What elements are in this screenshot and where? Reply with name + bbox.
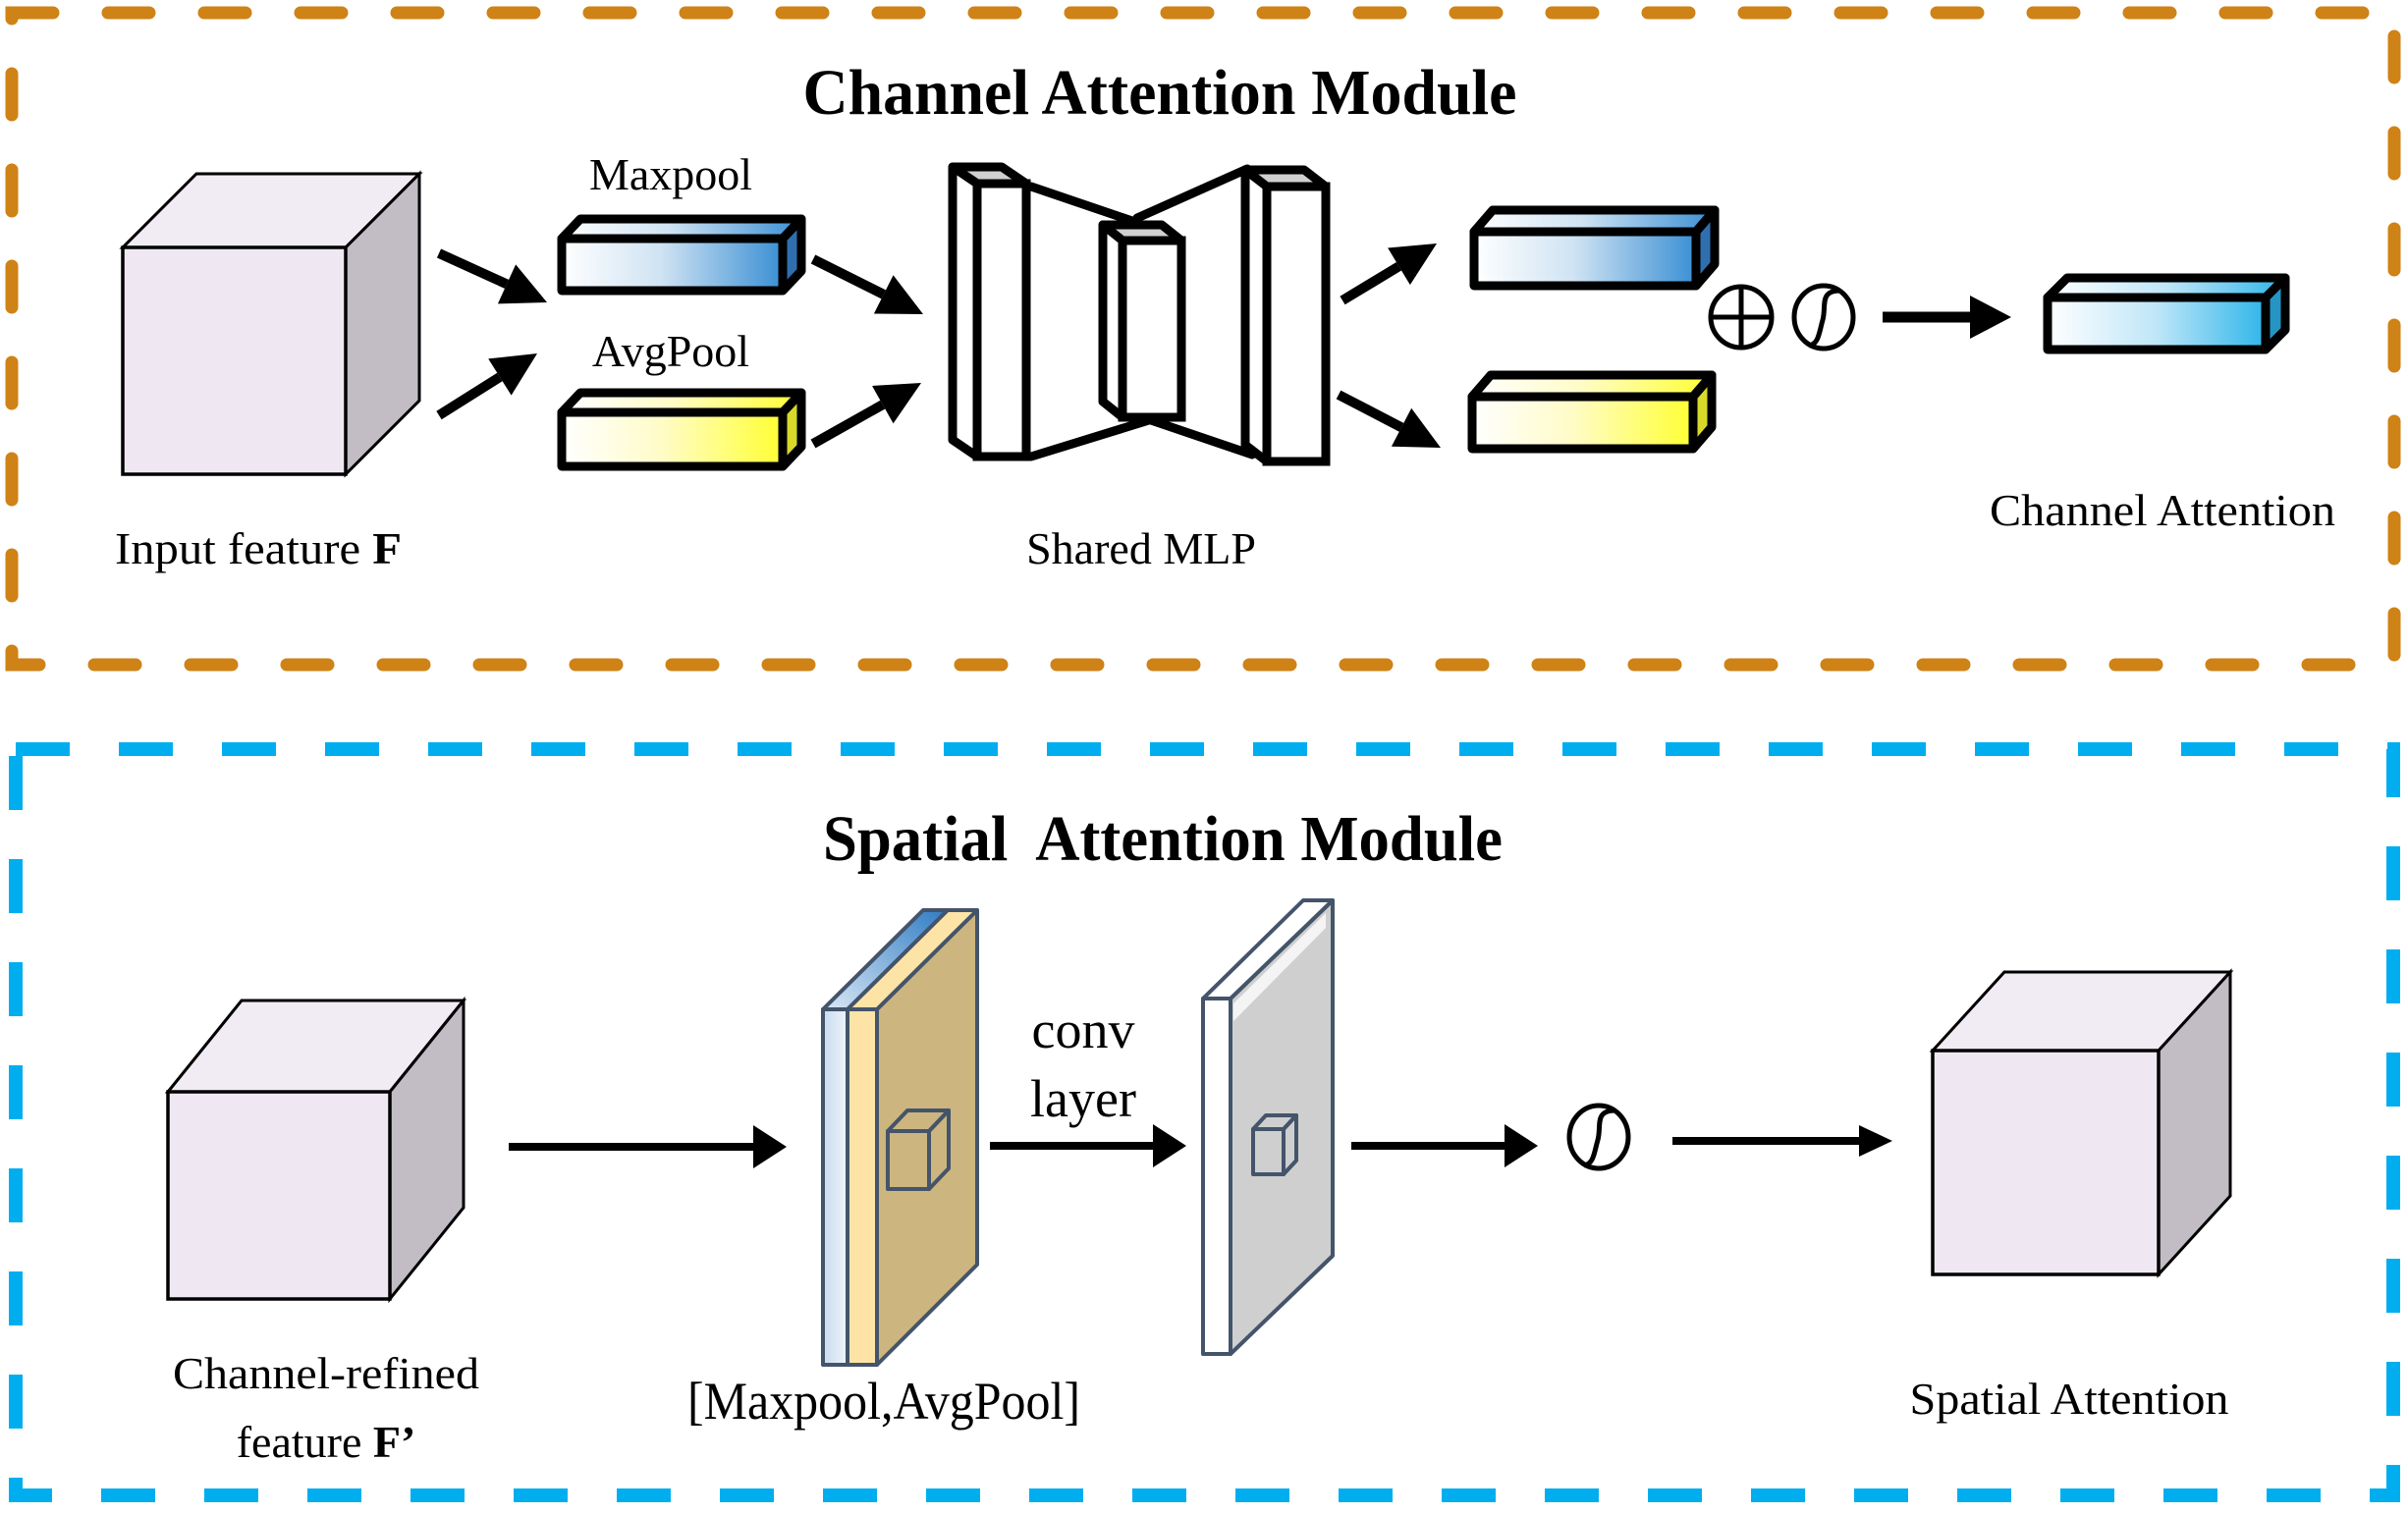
arrow-input-to-avgpool bbox=[436, 353, 537, 420]
sigmoid-icon bbox=[1791, 283, 1856, 351]
arrow-sigmoid-to-spatial-attention bbox=[1672, 1125, 1892, 1157]
channel-attention-label: Channel Attention bbox=[1990, 485, 2335, 535]
arrow-head bbox=[1859, 1125, 1892, 1157]
mlp-connector bbox=[1132, 164, 1252, 223]
mlp-layer-front bbox=[972, 179, 1031, 461]
maxpool-vector bbox=[557, 214, 806, 296]
arrow-shaft bbox=[1336, 390, 1404, 432]
bar-front-face bbox=[557, 234, 788, 296]
arrow-shaft bbox=[810, 254, 886, 299]
arrow-refined-to-pool bbox=[509, 1125, 787, 1168]
avgpool-vector bbox=[557, 388, 806, 471]
arrow-head bbox=[488, 353, 537, 396]
spatial-attention-label: Spatial Attention bbox=[1910, 1374, 2229, 1424]
arrow-shaft bbox=[810, 400, 886, 449]
arrow-head bbox=[871, 383, 921, 424]
arrow-shaft bbox=[1340, 261, 1402, 305]
spatial-arrows bbox=[509, 1124, 1892, 1168]
channel-module-title: Channel Attention Module bbox=[803, 57, 1517, 129]
cube-front-face bbox=[121, 245, 348, 476]
arrow-mlp-to-avg-output bbox=[1336, 390, 1441, 448]
arrow-mlp-to-max-output bbox=[1340, 243, 1437, 305]
avgpool-label: AvgPool bbox=[592, 326, 749, 376]
arrow-head bbox=[1388, 243, 1437, 286]
mlp-layer-front bbox=[1262, 182, 1331, 466]
arrow-head bbox=[873, 275, 923, 314]
arrow-conv-to-sigmoid bbox=[1351, 1124, 1538, 1167]
bar-front-face bbox=[557, 407, 788, 471]
arrow-maxpool-to-mlp bbox=[810, 254, 923, 314]
kernel-cube-icon bbox=[1251, 1113, 1298, 1176]
channel-module-border bbox=[5, 6, 2401, 672]
spatial-module-title: Spatial Attention Module bbox=[823, 803, 1503, 875]
arrow-shaft bbox=[436, 372, 503, 420]
shared-mlp-label: Shared MLP bbox=[1026, 523, 1256, 573]
arrow-avgpool-to-mlp bbox=[810, 383, 921, 449]
arrow-head bbox=[753, 1125, 787, 1168]
mlp-output-avg-vector bbox=[1467, 370, 1717, 454]
cube-front-face bbox=[1931, 1049, 2161, 1276]
shared-mlp bbox=[948, 162, 1331, 466]
arrow-head bbox=[1391, 407, 1441, 448]
maxpool-label: Maxpool bbox=[589, 149, 752, 199]
channel-refined-feature-cube bbox=[164, 996, 467, 1304]
input-feature-cube bbox=[119, 170, 423, 478]
conv-label-line1: conv bbox=[1032, 1000, 1135, 1059]
pool-concat-label: [Maxpool,AvgPool] bbox=[687, 1372, 1080, 1431]
spatial-attention-module: Spatial Attention Module Channel-refined… bbox=[9, 742, 2400, 1502]
conv-label-line2: layer bbox=[1030, 1069, 1136, 1128]
spatial-attention-cube bbox=[1929, 968, 2234, 1278]
arrow-head bbox=[1970, 296, 2011, 339]
arrow-head bbox=[497, 264, 547, 304]
element-wise-sum-icon bbox=[1708, 284, 1775, 351]
kernel-cube-icon bbox=[886, 1108, 951, 1191]
arrow-head bbox=[1153, 1124, 1186, 1167]
pooled-feature-maps bbox=[821, 908, 979, 1367]
input-feature-label: Input feature F bbox=[115, 523, 402, 573]
bar-front-face bbox=[2043, 293, 2271, 354]
channel-attention-module: Channel Attention Module Input feature F… bbox=[5, 6, 2401, 672]
arrow-head bbox=[1505, 1124, 1538, 1167]
channel-arrows bbox=[436, 243, 2011, 449]
sigmoid-icon bbox=[1566, 1103, 1631, 1171]
mlp-layer-front bbox=[1118, 236, 1186, 422]
conv-output-map bbox=[1201, 898, 1335, 1356]
mlp-connector bbox=[1026, 182, 1137, 226]
mlp-output-max-vector bbox=[1469, 205, 1720, 291]
arrow-input-to-maxpool bbox=[436, 248, 547, 304]
channel-attention-vector bbox=[2043, 273, 2290, 354]
cube-front-face bbox=[166, 1090, 392, 1301]
mlp-connector bbox=[1146, 415, 1257, 460]
bar-front-face bbox=[1467, 392, 1698, 454]
channel-refined-label-line1: Channel-refined bbox=[173, 1348, 479, 1398]
arrow-sigmoid-to-channel-attention bbox=[1883, 296, 2011, 339]
channel-refined-label-line2: feature F’ bbox=[237, 1417, 416, 1467]
arrow-conv-layer bbox=[990, 1124, 1186, 1167]
arrow-shaft bbox=[436, 248, 510, 289]
mlp-connector bbox=[1026, 415, 1154, 461]
bar-front-face bbox=[1469, 227, 1701, 291]
